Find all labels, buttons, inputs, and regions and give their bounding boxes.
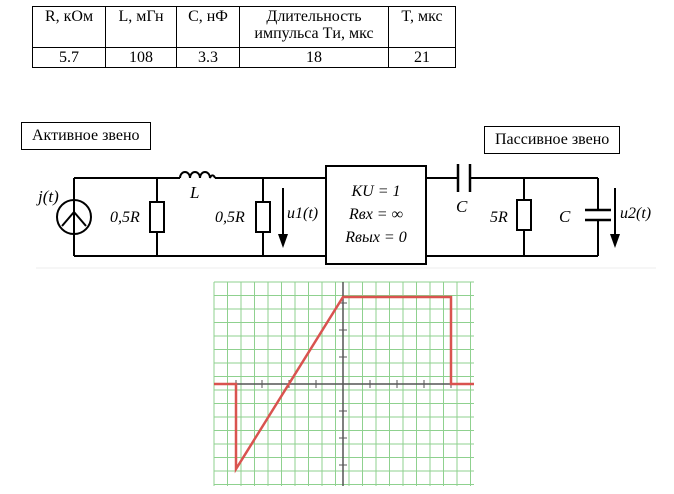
active-link-label: Активное звено	[21, 122, 151, 150]
block-rout: Rвых = 0	[344, 229, 406, 246]
amplifier-block	[325, 165, 427, 265]
resistor-1-icon	[149, 201, 165, 233]
u1-label: u1(t)	[287, 205, 318, 222]
inductor-label: L	[189, 183, 199, 202]
pulse-waveform	[214, 295, 474, 474]
cap2-label: C	[559, 207, 571, 226]
inductor-icon	[179, 171, 216, 179]
capacitor-1-icon	[456, 164, 472, 192]
r3-label: 5R	[490, 209, 508, 226]
value-c: 3.3	[176, 47, 240, 68]
header-l: L, мГн	[105, 6, 177, 48]
cap1-label: C	[456, 197, 468, 216]
value-l: 108	[105, 47, 177, 68]
parameters-table: R, кОм L, мГн C, нФ Длительность импульс…	[32, 6, 456, 68]
waveform-axes	[214, 282, 474, 486]
table-header-row: R, кОм L, мГн C, нФ Длительность импульс…	[32, 6, 456, 48]
header-pulse-duration: Длительность импульса Tи, мкс	[239, 6, 389, 48]
capacitor-2-icon	[585, 208, 611, 222]
circuit-diagram: KU = 1 Rвх = ∞ Rвых = 0 j(t) 0,5R L 0,5R…	[36, 164, 656, 269]
block-ku: KU = 1	[350, 183, 400, 200]
resistor-2-icon	[255, 201, 271, 233]
header-r: R, кОм	[32, 6, 106, 48]
passive-link-label: Пассивное звено	[484, 126, 621, 154]
current-source-icon	[56, 199, 92, 235]
r1-label: 0,5R	[110, 209, 140, 226]
table-row: 5.7 108 3.3 18 21	[32, 47, 456, 68]
u1-arrow-icon	[278, 188, 288, 248]
value-pulse-duration: 18	[239, 47, 389, 68]
u2-arrow-icon	[610, 188, 620, 248]
resistor-3-icon	[516, 199, 532, 231]
axis-ticks	[235, 302, 452, 466]
value-t: 21	[388, 47, 456, 68]
r2-label: 0,5R	[215, 209, 245, 226]
header-t: T, мкс	[388, 6, 456, 48]
u2-label: u2(t)	[620, 205, 651, 222]
source-label: j(t)	[36, 187, 59, 206]
block-rin: Rвх = ∞	[348, 206, 403, 223]
